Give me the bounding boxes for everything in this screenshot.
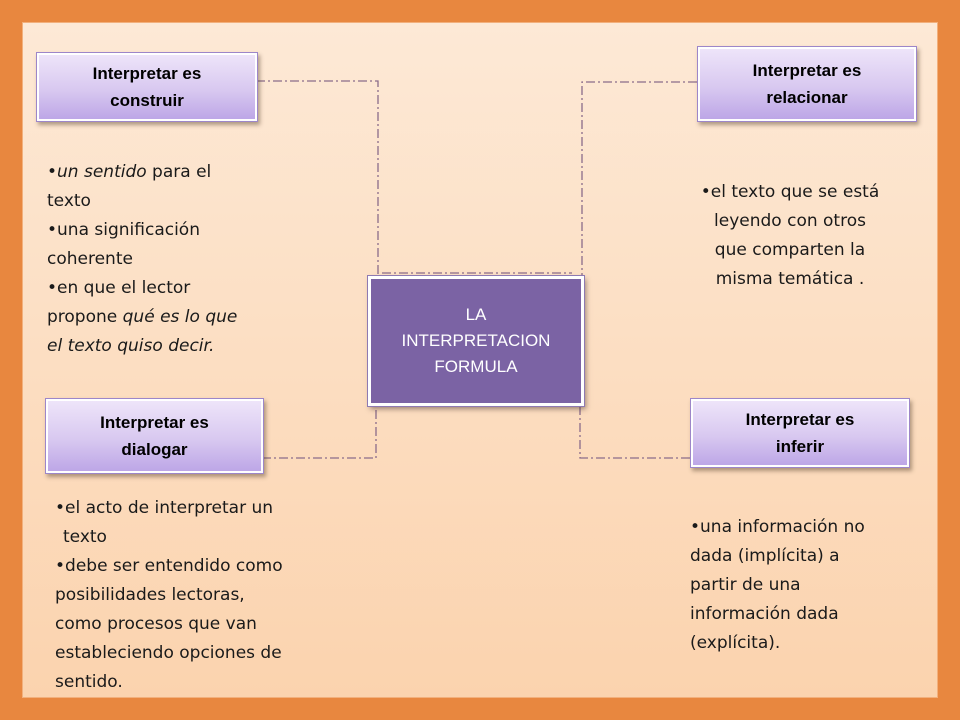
inferir-bullet-1: •una información no [690,513,920,542]
center-line-1: LA [465,305,487,324]
relacionar-l1: el texto que se está [710,182,880,202]
bullet-glyph: • [700,182,711,202]
inferir-line-2: dada (implícita) a [690,546,840,566]
text-dialogar: •el acto de interpretar un texto •debe s… [55,494,335,697]
construir-b3-line3-italic: el texto quiso decir. [47,336,215,356]
connector-inferir [579,388,690,459]
construir-bullet-3: •en que el lector [47,274,277,303]
center-line-2: INTERPRETACION [401,331,551,350]
construir-line-4: coherente [47,249,133,269]
dialogar-line-2: texto [63,527,107,547]
construir-bullet-1: •un sentido para el [47,158,277,187]
construir-b3: en que el lector [57,278,191,298]
box-relacionar-line1: Interpretar es [752,61,862,80]
text-construir: •un sentido para el texto •una significa… [47,158,277,361]
inferir-line-5: (explícita). [690,633,781,653]
construir-b3-italic: qué es lo que [122,307,238,327]
center-line-3: FORMULA [434,357,518,376]
dialogar-b2: debe ser entendido como [65,556,283,576]
box-interpretar-dialogar: Interpretar es dialogar [45,398,264,474]
connector-relacionar [581,81,697,296]
construir-line-2: texto [47,191,91,211]
text-inferir: •una información no dada (implícita) a p… [690,513,920,658]
connector-construir [256,80,379,296]
text-relacionar: •el texto que se está leyendo con otros … [690,178,890,294]
dialogar-line-6: estableciendo opciones de [55,643,282,663]
box-dialogar-line1: Interpretar es [100,413,209,432]
inferir-line-3: partir de una [690,575,801,595]
dialogar-line-5: como procesos que van [55,614,257,634]
dialogar-line-4: posibilidades lectoras, [55,585,245,605]
construir-line-7: el texto quiso decir. [47,332,277,361]
box-interpretar-relacionar: Interpretar es relacionar [697,46,917,122]
box-inferir-line1: Interpretar es [745,410,855,429]
relacionar-line-4: misma temática . [715,269,865,289]
relacionar-line-2: leyendo con otros [714,211,866,231]
bullet-glyph: • [55,498,66,518]
connector-dialogar [262,388,377,459]
inferir-line-4: información dada [690,604,839,624]
box-construir-line1: Interpretar es [92,64,202,83]
construir-b3-plain: propone [47,307,123,327]
relacionar-line-3: que comparten la [714,240,866,260]
bullet-glyph: • [47,162,58,182]
box-dialogar-line2: dialogar [121,440,188,459]
construir-line-6: propone qué es lo que [47,303,277,332]
bullet-glyph: • [55,556,66,576]
box-inferir-line2: inferir [775,437,825,456]
bullet-glyph: • [47,220,58,240]
center-box-la-interpretacion-formula: LA INTERPRETACION FORMULA [368,276,584,406]
dialogar-b1: el acto de interpretar un [65,498,274,518]
construir-bullet-2: •una significación [47,216,277,245]
bullet-glyph: • [690,517,701,537]
dialogar-bullet-1: •el acto de interpretar un [55,494,335,523]
bullet-glyph: • [47,278,58,298]
construir-b2: una significación [57,220,200,240]
construir-b1-italic: un sentido [57,162,147,182]
dialogar-line-7: sentido. [55,672,123,692]
box-interpretar-inferir: Interpretar es inferir [690,398,910,468]
construir-b1-rest: para el [146,162,212,182]
dialogar-bullet-2: •debe ser entendido como [55,552,335,581]
inferir-b1: una información no [700,517,865,537]
relacionar-line-1: •el texto que se está [690,178,890,207]
box-relacionar-line2: relacionar [766,88,848,107]
box-construir-line2: construir [110,91,184,110]
box-interpretar-construir: Interpretar es construir [36,52,258,122]
